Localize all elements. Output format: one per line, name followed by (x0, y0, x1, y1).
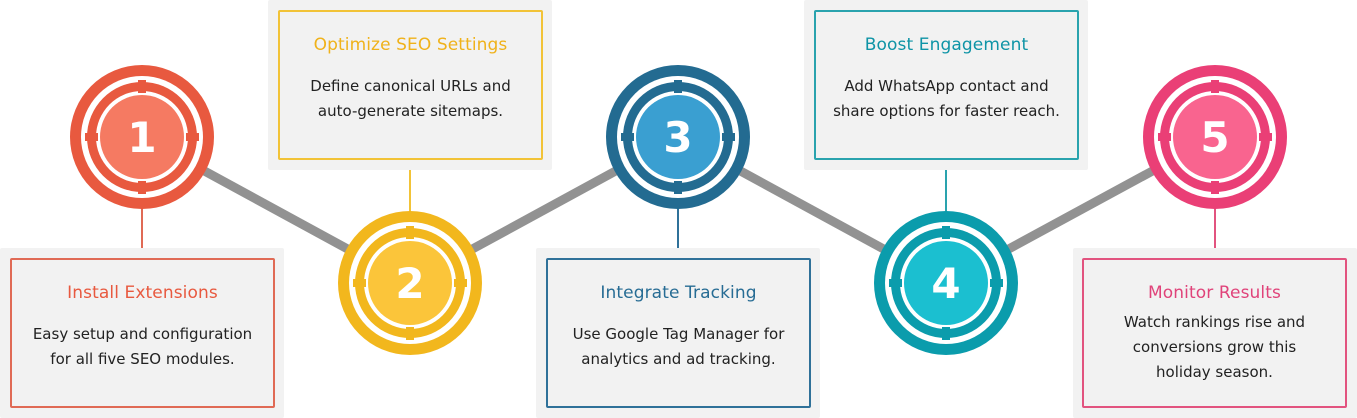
step-1-title: Install Extensions (67, 283, 218, 303)
badge-tick (990, 279, 1003, 287)
badge-tick (1211, 80, 1219, 93)
badge-core (1173, 95, 1257, 179)
step-5-badge: 5 (1143, 65, 1287, 209)
badge-tick (138, 181, 146, 194)
step-3-title: Integrate Tracking (600, 283, 757, 303)
badge-tick (454, 279, 467, 287)
step-3-card: Integrate Tracking Use Google Tag Manage… (546, 258, 811, 408)
badge-tick (1259, 133, 1272, 141)
step-5-card: Monitor Results Watch rankings rise and … (1082, 258, 1347, 408)
badge-core (636, 95, 720, 179)
step-5-description: Watch rankings rise and conversions grow… (1123, 313, 1306, 381)
step-2-number: 2 (395, 259, 424, 308)
step-4-description: Add WhatsApp contact and share options f… (833, 77, 1060, 120)
badge-tick (138, 80, 146, 93)
badge-tick (621, 133, 634, 141)
step-3-number: 3 (663, 113, 692, 162)
step-2-title: Optimize SEO Settings (313, 35, 508, 55)
badge-tick (1211, 181, 1219, 194)
badge-tick (1158, 133, 1171, 141)
badge-tick (85, 133, 98, 141)
badge-tick (674, 80, 682, 93)
step-2-description: Define canonical URLs and auto-generate … (310, 77, 511, 120)
badge-core (904, 241, 988, 325)
badge-core (100, 95, 184, 179)
step-2-card: Optimize SEO Settings Define canonical U… (278, 10, 543, 160)
badge-tick (186, 133, 199, 141)
step-4-title: Boost Engagement (864, 35, 1029, 55)
badge-tick (674, 181, 682, 194)
badge-tick (406, 327, 414, 340)
badge-tick (942, 226, 950, 239)
step-3-description: Use Google Tag Manager for analytics and… (572, 325, 785, 368)
badge-tick (942, 327, 950, 340)
step-1-badge: 1 (70, 65, 214, 209)
badge-tick (889, 279, 902, 287)
step-5-title: Monitor Results (1148, 283, 1281, 303)
badge-tick (722, 133, 735, 141)
step-3-badge: 3 (606, 65, 750, 209)
step-1-number: 1 (127, 113, 156, 162)
step-1-description: Easy setup and configuration for all fiv… (32, 325, 253, 368)
badge-tick (353, 279, 366, 287)
step-4-number: 4 (931, 259, 960, 308)
step-1-card: Install Extensions Easy setup and config… (10, 258, 275, 408)
step-2-badge: 2 (338, 211, 482, 355)
badge-tick (406, 226, 414, 239)
step-4-badge: 4 (874, 211, 1018, 355)
badge-core (368, 241, 452, 325)
step-4-card: Boost Engagement Add WhatsApp contact an… (814, 10, 1079, 160)
step-5-number: 5 (1200, 113, 1229, 162)
